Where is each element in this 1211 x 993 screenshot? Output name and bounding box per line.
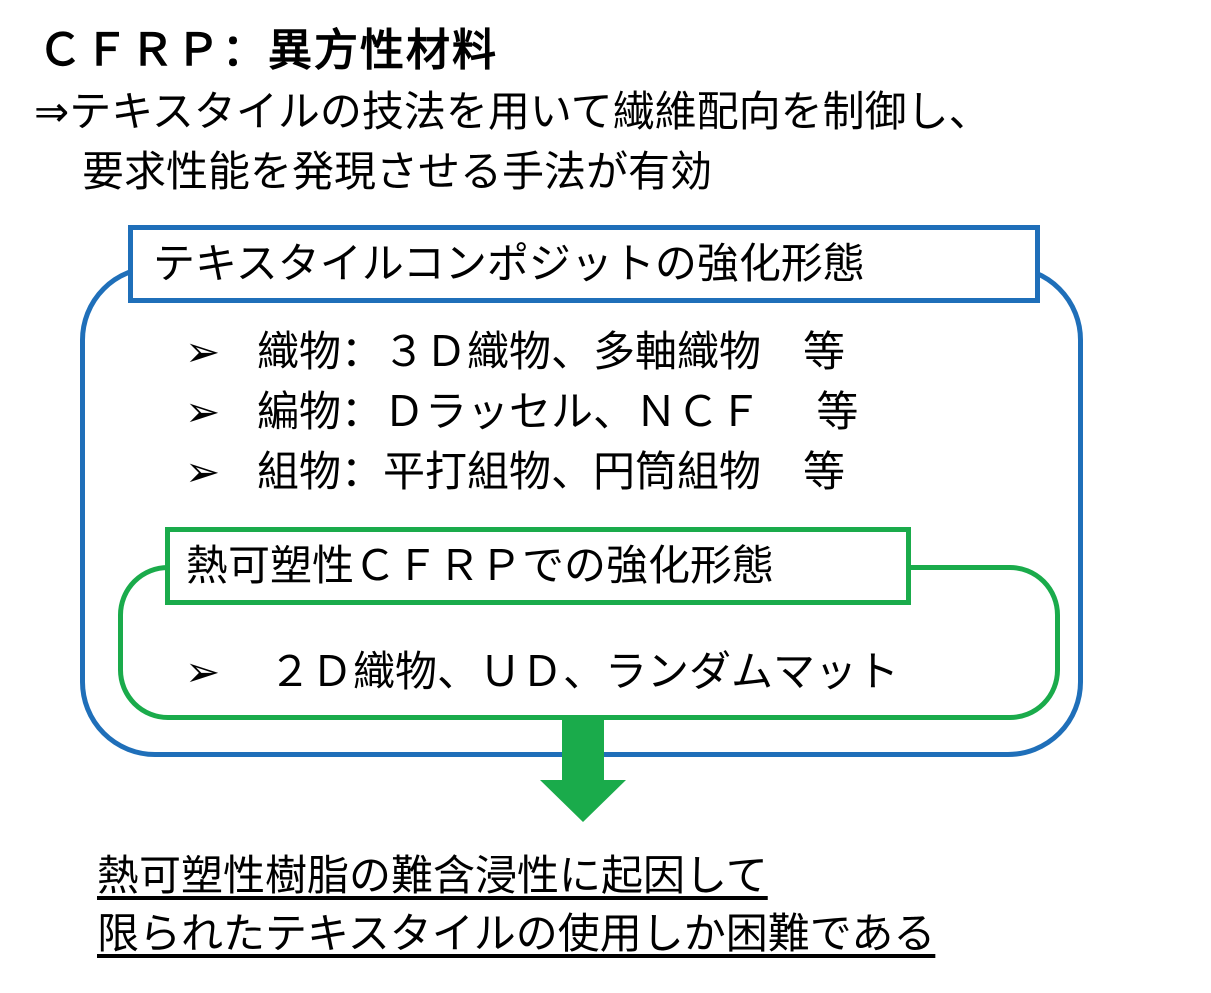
bullet-text: 編物：Ｄラッセル、ＮＣＦ 等 — [257, 387, 859, 436]
bullet-item: ➢ 織物：３Ｄ織物、多軸織物 等 — [185, 318, 845, 379]
bullet-item: ➢ 編物：Ｄラッセル、ＮＣＦ 等 — [185, 378, 858, 439]
arrow-bullet-icon: ➢ — [185, 447, 221, 496]
textile-box-title: テキスタイルコンポジットの強化形態 — [128, 225, 1040, 303]
arrow-bullet-icon: ➢ — [185, 327, 221, 376]
conclusion-line-1: 熱可塑性樹脂の難含浸性に起因して — [97, 851, 768, 900]
bullet-item: ➢ ２Ｄ織物、ＵＤ、ランダムマット — [185, 638, 899, 699]
down-arrow-icon — [540, 718, 626, 822]
intro-line-2: 要求性能を発現させる手法が有効 — [82, 147, 713, 196]
bullet-text: ２Ｄ織物、ＵＤ、ランダムマット — [269, 647, 900, 696]
bullet-item: ➢ 組物：平打組物、円筒組物 等 — [185, 438, 845, 499]
conclusion-line-2: 限られたテキスタイルの使用しか困難である — [97, 909, 936, 958]
bullet-text: 織物：３Ｄ織物、多軸織物 等 — [257, 327, 846, 376]
bullet-text: 組物：平打組物、円筒組物 等 — [257, 447, 846, 496]
slide-title: ＣＦＲＰ：異方性材料 — [38, 25, 498, 76]
intro-line-1: ⇒テキスタイルの技法を用いて繊維配向を制御し、 — [34, 87, 991, 136]
arrow-bullet-icon: ➢ — [185, 647, 221, 696]
thermoplastic-box-title: 熱可塑性ＣＦＲＰでの強化形態 — [165, 527, 911, 605]
arrow-bullet-icon: ➢ — [185, 387, 221, 436]
